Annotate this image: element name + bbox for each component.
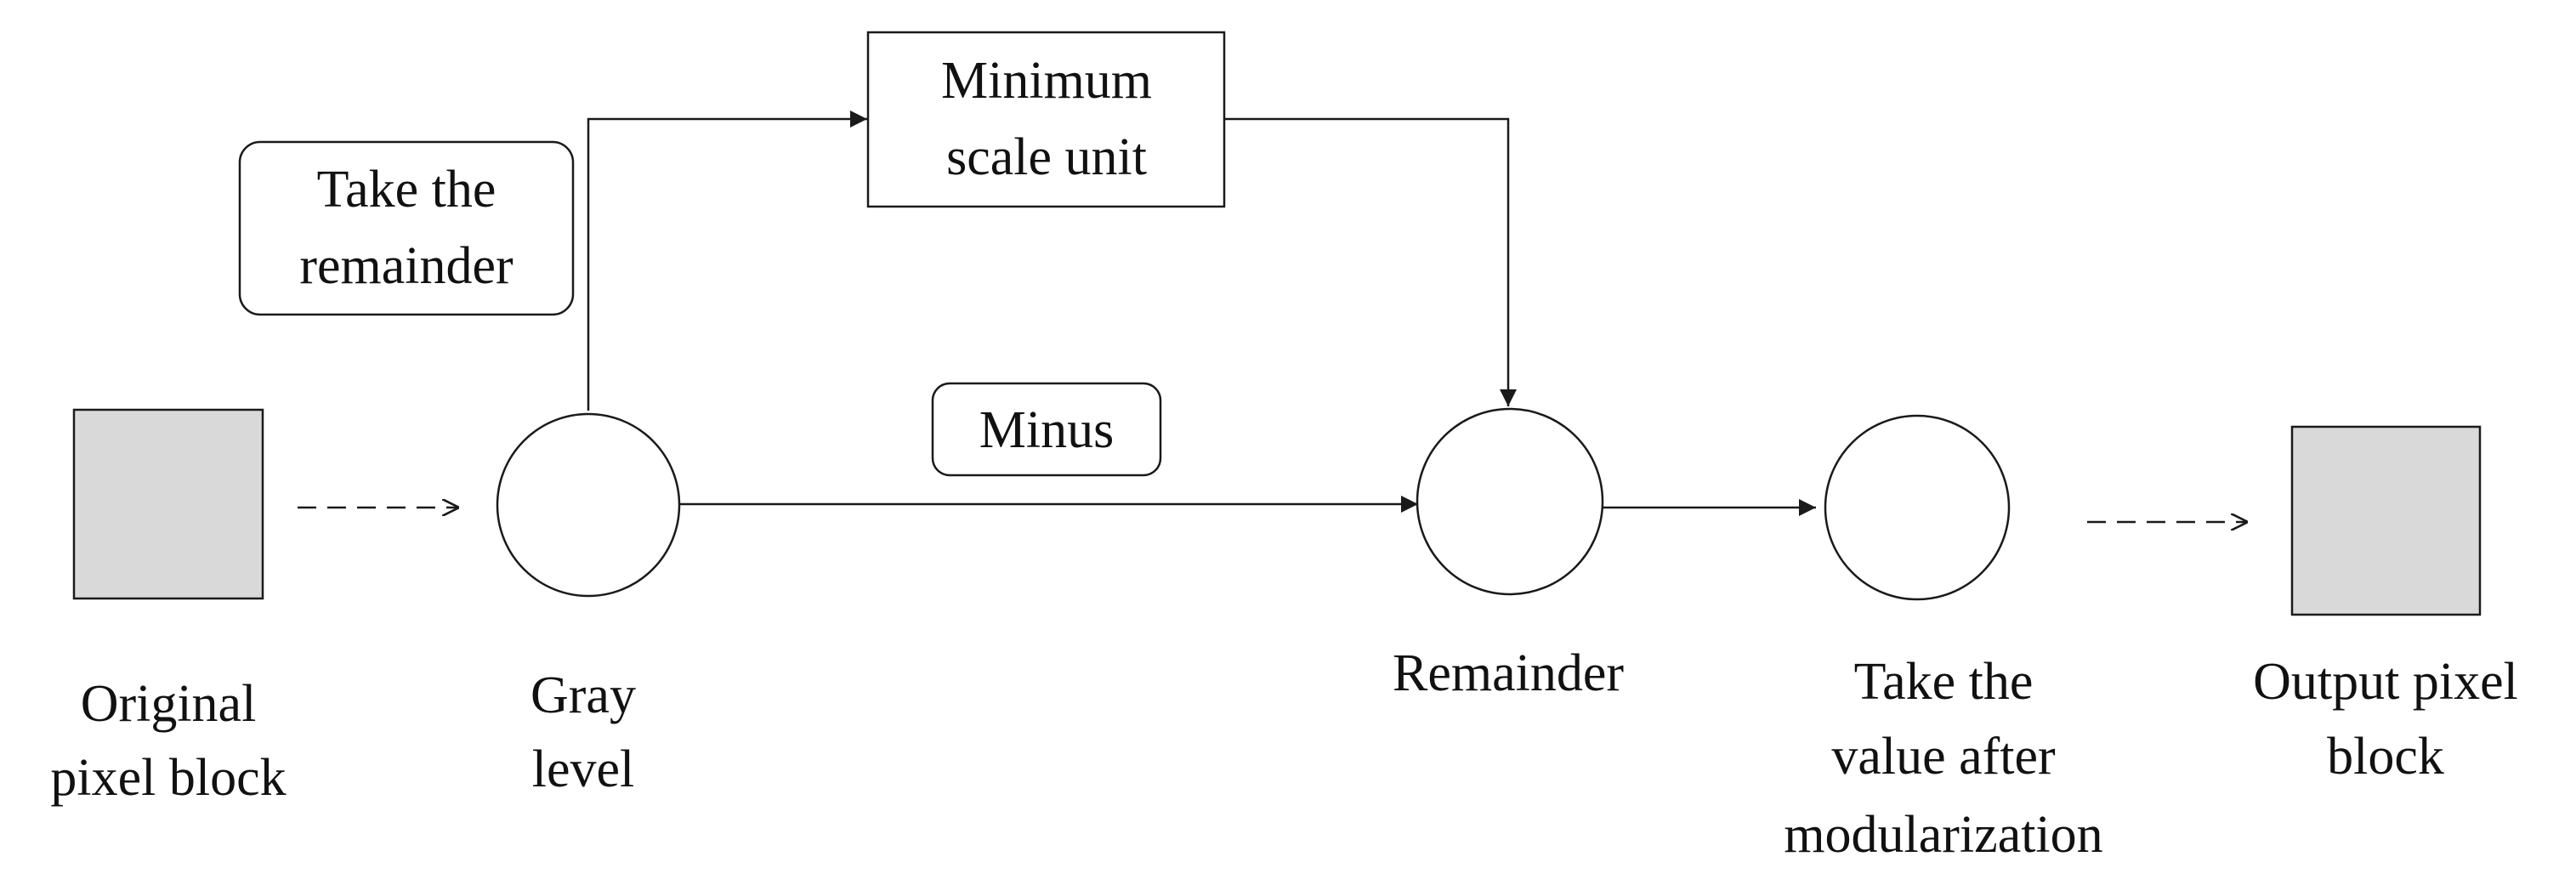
- min-scale-unit-line2: scale unit: [946, 128, 1147, 186]
- minus-label-box: [931, 382, 1162, 477]
- take-remainder-line1: Take the: [317, 161, 496, 218]
- remainder-label: Remainder: [1393, 644, 1624, 702]
- arrow-to-min-scale-unit: [587, 111, 867, 411]
- mod-value-line1: Take the: [1854, 653, 2034, 711]
- minus-label: Minus: [979, 401, 1114, 459]
- gray-level-node: [496, 412, 681, 598]
- min-scale-unit-box: [866, 31, 1226, 208]
- mod-value-line3: modularization: [1784, 806, 2102, 864]
- take-remainder-label-box: [238, 140, 575, 316]
- arrow-to-remainder-from-min-unit: [1225, 117, 1517, 406]
- original-block-label-line2: pixel block: [50, 749, 286, 807]
- output-pixel-block: [2290, 425, 2482, 616]
- output-block-label-line2: block: [2327, 728, 2444, 786]
- mod-value-line2: value after: [1831, 728, 2056, 786]
- output-block-label-line1: Output pixel: [2253, 653, 2518, 711]
- min-scale-unit-line1: Minimum: [941, 52, 1152, 110]
- mod-value-node: [1824, 414, 2011, 601]
- gray-level-label-line1: Gray: [531, 667, 636, 724]
- remainder-node: [1416, 407, 1604, 596]
- original-pixel-block: [72, 408, 264, 600]
- take-remainder-line2: remainder: [299, 237, 513, 295]
- original-block-label-line1: Original: [81, 675, 257, 733]
- gray-level-label-line2: level: [532, 740, 635, 798]
